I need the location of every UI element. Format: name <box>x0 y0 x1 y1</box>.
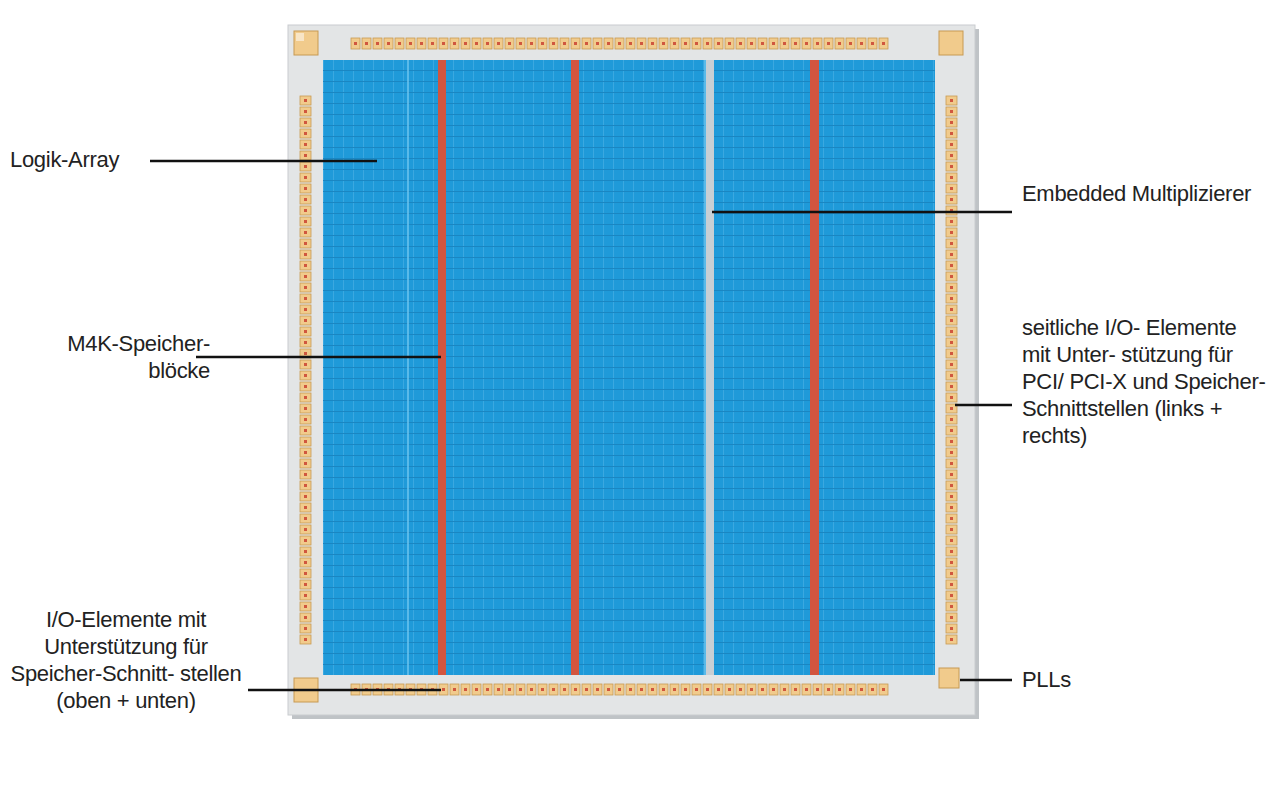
part-label: Embedded Multiplizierer <box>1022 180 1262 207</box>
m4k-memory-column <box>571 60 579 675</box>
die-frame <box>288 25 975 715</box>
io-row-top <box>350 37 889 50</box>
m4k-memory-column <box>438 60 446 675</box>
m4k-memory-column <box>810 60 819 675</box>
io-column-left <box>299 95 312 645</box>
multiplier-column <box>706 60 714 675</box>
part-label: I/O-Elemente mit Unterstützung für Speic… <box>4 606 248 714</box>
part-label: PLLs <box>1022 666 1142 693</box>
part-label: M4K-Speicher- blöcke <box>60 330 210 384</box>
leader-lines <box>150 161 1012 690</box>
part-label: Logik-Array <box>10 146 150 173</box>
pll-block <box>939 31 963 55</box>
pll-block <box>294 31 318 55</box>
die-shadow <box>292 29 979 719</box>
pll-block <box>939 668 959 688</box>
logic-array <box>323 60 935 675</box>
io-column-right <box>945 95 958 645</box>
part-label: seitliche I/O- Elemente mit Unter- stütz… <box>1022 314 1267 449</box>
